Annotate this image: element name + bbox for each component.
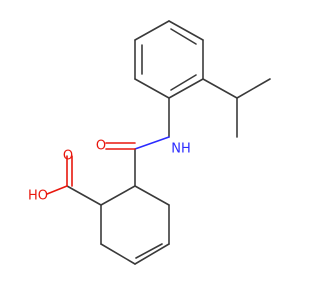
bond-ring-b-3	[134, 243, 170, 265]
bond-ring-b-4	[100, 243, 136, 265]
molecule-structure: O HO O NH	[28, 20, 271, 265]
hydroxyl-label: HO	[28, 189, 48, 204]
bond-ring-b-1	[134, 185, 170, 206]
bonds	[46, 20, 271, 265]
amide-oxygen-label: O	[96, 139, 106, 154]
bond-ring-a-6	[134, 20, 170, 41]
bond-ring-a-3	[168, 78, 204, 99]
bond-ring-b-6	[100, 185, 136, 206]
bond-ring-a-inner-2	[170, 74, 197, 91]
bond-ring-a-1	[168, 20, 204, 41]
bond-ring-b-double	[135, 243, 163, 259]
bond-isopropyl-1	[202, 78, 238, 99]
bond-ring-a-inner-1	[170, 28, 197, 45]
acid-oxygen-label: O	[63, 149, 73, 164]
amide-nh-label: NH	[171, 142, 191, 157]
bond-ring-a-4	[134, 78, 170, 99]
atom-labels: O HO O NH	[28, 139, 191, 204]
bond-acid-carbon	[66, 185, 102, 206]
bond-n-amide	[134, 136, 170, 150]
bond-isopropyl-2	[236, 78, 271, 99]
bond-acid-oh	[46, 185, 68, 195]
